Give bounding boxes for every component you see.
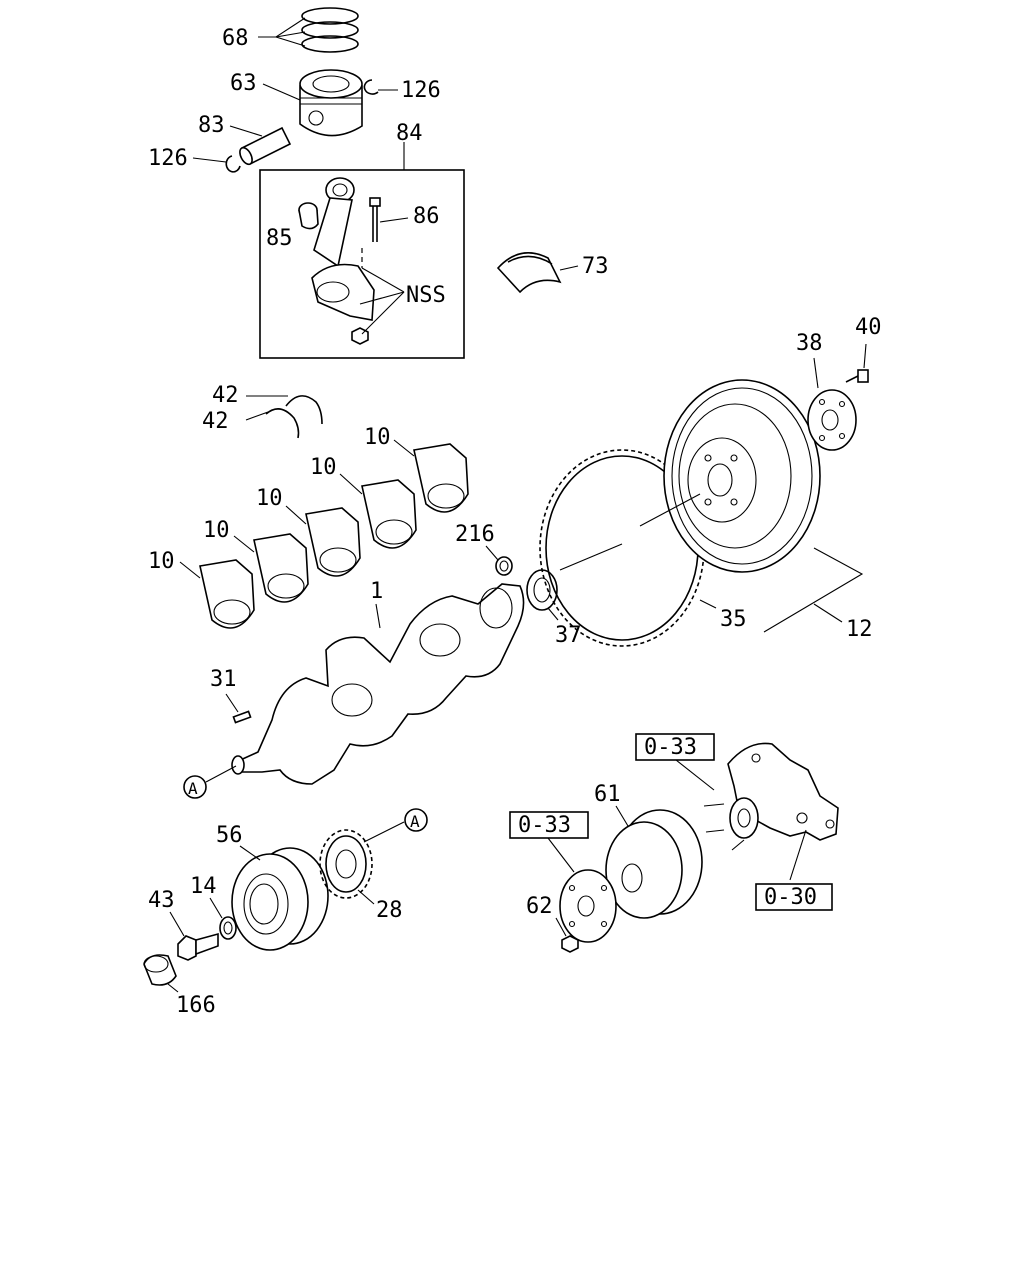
label-43: 43 [148, 888, 175, 913]
label-83: 83 [198, 113, 225, 138]
label-37: 37 [555, 623, 582, 648]
label-10-1: 10 [148, 549, 175, 574]
label-56: 56 [216, 823, 243, 848]
pulley-bolt [169, 911, 219, 961]
label-14: 14 [190, 874, 217, 899]
ref-0-33-lower-label: 0-33 [518, 813, 571, 838]
label-68: 68 [222, 26, 249, 51]
main-bearing-5 [393, 439, 469, 513]
label-1: 1 [370, 579, 383, 604]
flywheel [639, 379, 864, 633]
ref-0-30-label: 0-30 [764, 885, 817, 910]
ref-box-0-33-upper [635, 733, 715, 761]
label-28: 28 [376, 898, 403, 923]
water-pump [675, 742, 839, 881]
pulley-washer [209, 897, 237, 940]
piston-pin [229, 125, 292, 166]
label-63: 63 [230, 71, 257, 96]
label-62: 62 [526, 894, 553, 919]
label-166: 166 [176, 993, 216, 1018]
crank-gear [319, 821, 405, 905]
crankshaft-key [225, 693, 252, 724]
ref-0-33-upper-label: 0-33 [644, 735, 697, 760]
label-84: 84 [396, 121, 423, 146]
label-126-lower: 126 [148, 146, 188, 171]
pulley-cap [143, 954, 179, 993]
label-42-upper: 42 [212, 383, 239, 408]
main-bearing-4 [339, 473, 417, 549]
piston [262, 69, 363, 137]
con-rod-bearing [496, 252, 579, 294]
label-126-upper: 126 [401, 78, 441, 103]
ref-A-crank [183, 765, 237, 799]
label-73: 73 [582, 254, 609, 279]
main-bearing-1 [179, 559, 255, 629]
ref-box-0-30 [755, 883, 833, 911]
label-10-3: 10 [256, 486, 283, 511]
label-10-2: 10 [203, 518, 230, 543]
label-61: 61 [594, 782, 621, 807]
label-nss: NSS [406, 283, 446, 308]
label-10-4: 10 [310, 455, 337, 480]
fan-pulley [605, 805, 703, 919]
label-216: 216 [455, 522, 495, 547]
ref-A-crank-label: A [188, 779, 198, 798]
flywheel-bolt [845, 343, 869, 383]
ref-A-gear-label: A [410, 812, 420, 831]
label-31: 31 [210, 667, 237, 692]
piston-rings [258, 7, 359, 53]
pilot-bearing [526, 569, 559, 621]
label-40: 40 [855, 315, 882, 340]
label-35: 35 [720, 607, 747, 632]
main-bearing-3 [285, 505, 361, 577]
main-bearing-2 [233, 533, 309, 603]
label-12: 12 [846, 617, 873, 642]
crankshaft [231, 583, 525, 785]
ref-A-gear [404, 808, 428, 832]
label-85: 85 [266, 226, 293, 251]
pulley-hub-plate [547, 837, 617, 953]
ref-box-0-33-lower [509, 811, 589, 839]
label-38: 38 [796, 331, 823, 356]
label-86: 86 [413, 204, 440, 229]
crank-pulley [231, 845, 329, 951]
pilot-bush [485, 545, 513, 576]
connecting-rod-assembly [259, 142, 465, 359]
snap-ring-lower [192, 155, 241, 173]
label-10-5: 10 [364, 425, 391, 450]
snap-ring-upper [363, 79, 398, 95]
label-42-lower: 42 [202, 409, 229, 434]
thrust-washers [245, 395, 323, 439]
flywheel-plate [807, 357, 857, 451]
